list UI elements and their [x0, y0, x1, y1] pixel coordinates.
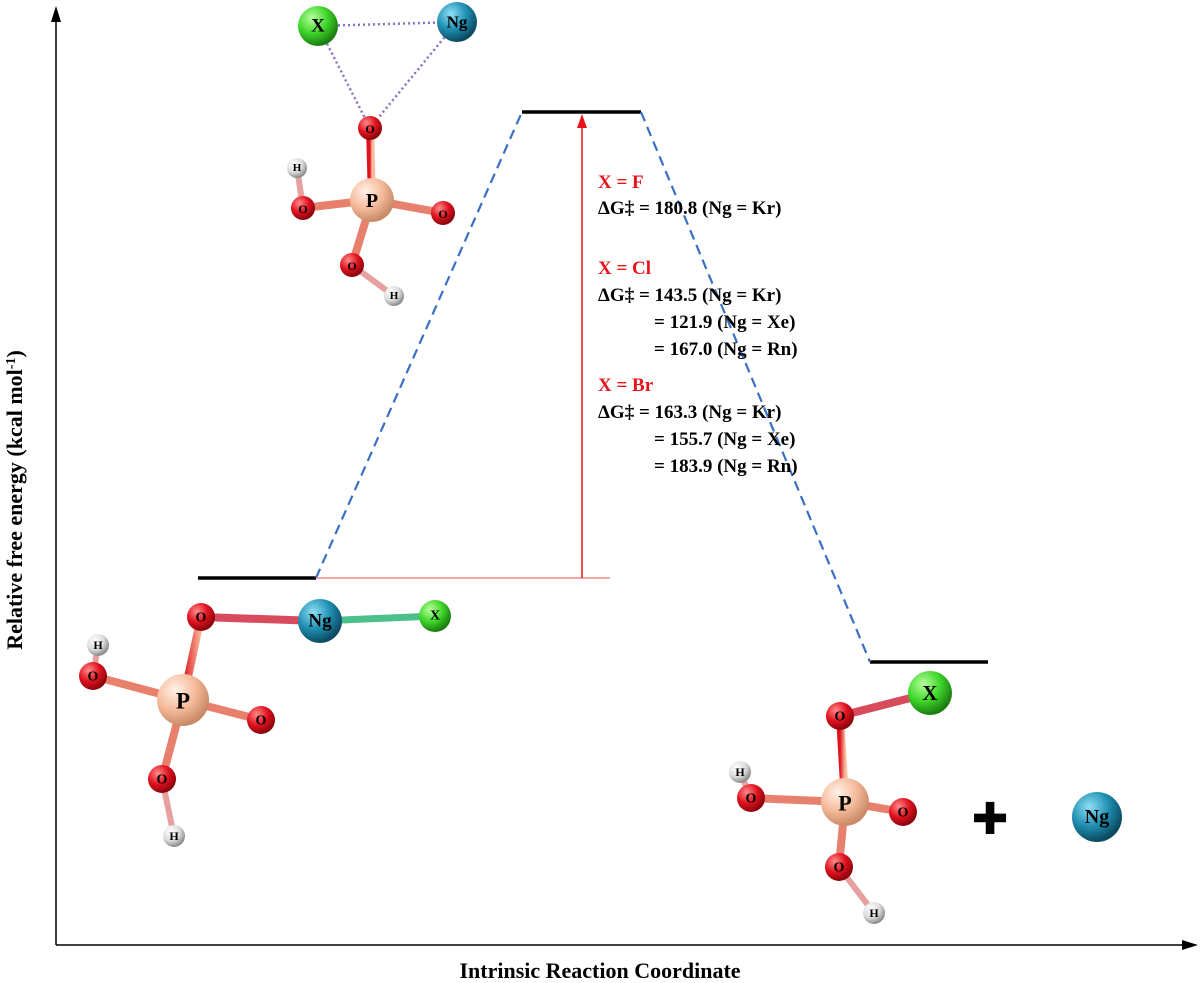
atom-label: H — [93, 638, 103, 652]
oxygen-atom — [79, 662, 107, 690]
hydrogen-atom — [87, 634, 109, 656]
phosphorus-atom — [157, 674, 209, 726]
weak-bond — [317, 20, 458, 28]
path-ts-to-product — [639, 111, 872, 663]
atom-label: O — [746, 792, 757, 807]
x-axis-arrow — [1182, 940, 1198, 950]
atom-label: O — [835, 710, 846, 725]
hydrogen-atom — [729, 761, 751, 783]
hydrogen-atom — [163, 825, 185, 847]
atom-label: O — [88, 670, 99, 685]
dg-value-line: = 121.9 (Ng = Xe) — [654, 312, 795, 333]
oxygen-atom — [889, 798, 917, 826]
dg-value-line: ΔG‡ = 163.3 (Ng = Kr) — [598, 402, 781, 423]
atom-label: O — [834, 861, 845, 876]
oxygen-atom — [358, 116, 382, 140]
atom-label: O — [347, 259, 356, 273]
atom-label: X — [430, 609, 440, 624]
dg-value-line: = 155.7 (Ng = Xe) — [654, 429, 795, 450]
noble-gas-atom — [298, 599, 342, 643]
free-noble-gas: Ng — [1072, 792, 1122, 842]
oxygen-atom — [148, 765, 176, 793]
atom-label: H — [169, 829, 179, 843]
barrier-annotation: X = F ΔG‡ = 180.8 (Ng = Kr) X = Cl ΔG‡ =… — [598, 172, 798, 477]
product-molecule: O X P O O O H H — [729, 671, 952, 924]
atom-label: H — [869, 906, 879, 920]
oxygen-atom — [825, 853, 853, 881]
y-axis-arrow — [51, 6, 61, 22]
dg-value-line: = 167.0 (Ng = Rn) — [654, 339, 798, 360]
atom-label: Ng — [1085, 806, 1109, 828]
reactant-molecule: O Ng X P O O O H H — [79, 599, 451, 847]
atom-label: Ng — [447, 13, 468, 32]
barrier-arrow-head — [577, 114, 587, 128]
hydrogen-atom — [384, 286, 404, 306]
atom-label: P — [838, 791, 851, 816]
atom-label: H — [293, 162, 302, 174]
halogen-atom — [298, 6, 338, 46]
dg-value-line: = 183.9 (Ng = Rn) — [654, 456, 798, 477]
phosphorus-atom — [821, 778, 869, 826]
path-reactant-to-ts — [314, 111, 524, 579]
noble-gas-atom — [437, 2, 477, 42]
case-label-br: X = Br — [598, 375, 654, 396]
atom-label: O — [365, 122, 374, 136]
atom-label: Ng — [308, 611, 332, 632]
oxygen-atom — [187, 603, 215, 631]
case-label-cl: X = Cl — [598, 258, 651, 279]
dg-value-line: ΔG‡ = 180.8 (Ng = Kr) — [598, 198, 781, 219]
weak-bond — [316, 25, 372, 129]
oxygen-atom — [247, 706, 275, 734]
noble-gas-atom — [1072, 792, 1122, 842]
atom-label: P — [366, 190, 378, 212]
oxygen-atom — [826, 702, 854, 730]
ts-molecule: X Ng O P O O O H H — [287, 2, 477, 306]
hydrogen-atom — [287, 158, 307, 178]
atom-label: O — [157, 773, 168, 788]
atom-label: O — [256, 714, 267, 729]
atom-label: X — [922, 681, 937, 705]
oxygen-atom — [291, 196, 315, 220]
reaction-profile — [198, 110, 988, 664]
y-axis-title-close: ) — [2, 350, 27, 357]
y-axis-title: Relative free energy (kcal mol-1) — [2, 350, 27, 650]
atom-label: X — [311, 16, 325, 37]
halogen-atom — [419, 600, 451, 632]
atom-label: P — [176, 689, 190, 714]
x-axis-title: Intrinsic Reaction Coordinate — [459, 958, 740, 983]
halogen-atom — [908, 671, 952, 715]
atom-label: O — [196, 611, 207, 626]
atom-label: O — [438, 207, 447, 221]
plus-sign: ✚ — [972, 794, 1009, 845]
y-axis-title-sup: -1 — [4, 358, 19, 370]
atom-label: H — [735, 765, 745, 779]
hydrogen-atom — [863, 902, 885, 924]
oxygen-atom — [431, 201, 455, 225]
y-axis-title-main: Relative free energy (kcal mol — [2, 369, 27, 650]
atom-label: O — [898, 806, 909, 821]
atom-label: H — [390, 290, 399, 302]
phosphorus-atom — [350, 178, 394, 222]
dg-value-line: ΔG‡ = 143.5 (Ng = Kr) — [598, 285, 781, 306]
case-label-f: X = F — [598, 172, 644, 193]
oxygen-atom — [737, 784, 765, 812]
weak-bond — [369, 21, 458, 129]
atom-label: O — [298, 202, 307, 216]
oxygen-atom — [340, 253, 364, 277]
axes: Intrinsic Reaction Coordinate Relative f… — [2, 6, 1198, 983]
